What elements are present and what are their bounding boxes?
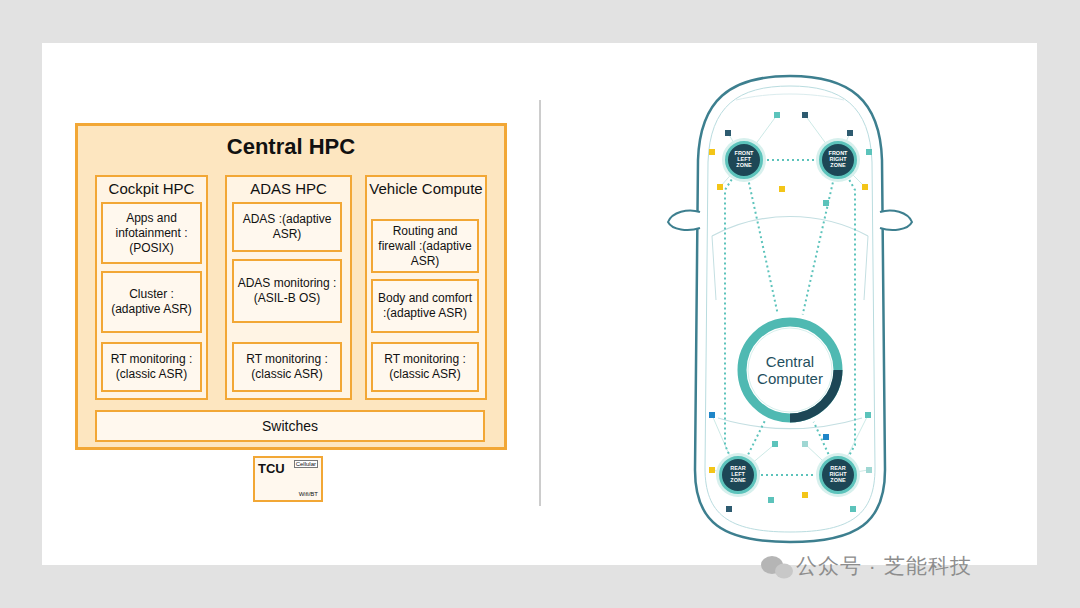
hpc-container: Central HPC Cockpit HPC Apps and infotainm… (75, 123, 507, 450)
node-text: REAR RIGHT ZONE (824, 466, 852, 483)
hpc-column: ADAS HPC ADAS :(adaptive ASR) ADAS monitor… (225, 175, 352, 400)
node-text: Apps and infotainment :(POSIX) (106, 211, 197, 256)
node-text: ADAS monitoring :(ASIL-B OS) (237, 276, 337, 306)
zone-link (803, 182, 833, 314)
zone-link (767, 159, 815, 161)
switch-bar: Switches (95, 410, 485, 442)
node-text: RT monitoring :(classic ASR) (106, 352, 197, 382)
software-box: Routing and firewall :(adaptive ASR) (371, 219, 479, 273)
node-text: ADAS :(adaptive ASR) (237, 212, 337, 242)
hpc-column: Cockpit HPC Apps and infotainment :(POSIX… (95, 175, 208, 400)
slide (42, 43, 1037, 565)
node-text: RT monitoring :(classic ASR) (376, 352, 474, 382)
node-text: Cluster :(adaptive ASR) (106, 287, 197, 317)
zone-circle: REAR LEFT ZONE (719, 456, 757, 494)
node-text: Body and comfort :(adaptive ASR) (376, 291, 474, 321)
node-text: Switches (262, 418, 318, 434)
node-text: Central HPC (78, 126, 504, 160)
sensor-dots (709, 112, 872, 512)
car-body (668, 76, 912, 542)
zone-circle: REAR RIGHT ZONE (819, 456, 857, 494)
zone-link (749, 182, 778, 314)
software-box: Apps and infotainment :(POSIX) (101, 202, 202, 264)
node-text: ADAS HPC (227, 177, 350, 197)
node-text: Vehicle Compute (367, 177, 485, 197)
hpc-column: Vehicle ComputeRouting and firewall :(ad… (365, 175, 487, 400)
zone-link (725, 179, 732, 453)
node-text: REAR LEFT ZONE (724, 466, 752, 483)
node-subtext: Cellular (294, 460, 318, 468)
software-box: RT monitoring :(classic ASR) (232, 342, 342, 392)
zone-circle: FRONT RIGHT ZONE (819, 141, 857, 179)
zone-link (814, 422, 829, 454)
node-text: Cockpit HPC (97, 177, 206, 197)
zone-circle: FRONT LEFT ZONE (725, 141, 763, 179)
node-text: RT monitoring :(classic ASR) (237, 352, 337, 382)
software-box: RT monitoring :(classic ASR) (371, 342, 479, 392)
node-text: Routing and firewall :(adaptive ASR) (376, 224, 474, 269)
software-box: RT monitoring :(classic ASR) (101, 342, 202, 392)
software-box: ADAS :(adaptive ASR) (232, 202, 342, 252)
node-text: Central Computer (750, 353, 830, 388)
tcu-box: TCU CellularWifi/BT (253, 456, 323, 502)
wechat-icon (761, 556, 793, 579)
zone-link (748, 421, 764, 454)
watermark: 公众号 · 芝能科技 (796, 552, 972, 580)
node-subtext: Wifi/BT (299, 491, 318, 497)
node-text: FRONT LEFT ZONE (730, 151, 758, 168)
software-box: Body and comfort :(adaptive ASR) (371, 279, 479, 333)
node-text: TCU (258, 461, 285, 476)
central-computer-circle: Central Computer (737, 317, 843, 423)
software-box: ADAS monitoring :(ASIL-B OS) (232, 259, 342, 323)
node-text: FRONT RIGHT ZONE (824, 151, 852, 168)
sensor-leads (712, 115, 868, 475)
software-box: Cluster :(adaptive ASR) (101, 271, 202, 333)
divider (540, 100, 541, 506)
zone-link (761, 474, 815, 476)
zone-link (849, 180, 855, 455)
